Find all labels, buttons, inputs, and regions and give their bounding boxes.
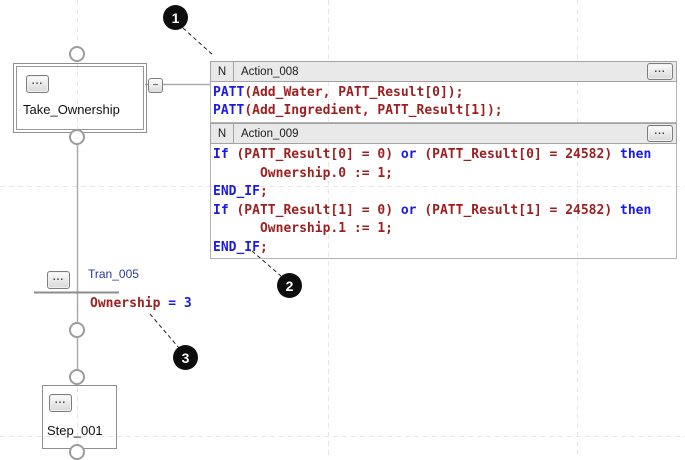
code-line: PATT(Add_Ingredient, PATT_Result[1]);: [213, 102, 676, 120]
collapse-actions-button[interactable]: −: [148, 78, 163, 93]
code-line: If (PATT_Result[0] = 0) or (PATT_Result[…: [213, 146, 676, 165]
code-segment: then: [620, 202, 652, 218]
callout-number: 1: [171, 9, 180, 26]
step-name-label[interactable]: Step_001: [47, 423, 103, 438]
code-segment: PATT: [213, 85, 245, 100]
code-line: PATT(Add_Water, PATT_Result[0]);: [213, 84, 676, 102]
code-segment: ;: [259, 239, 268, 255]
code-segment: Ownership: [90, 296, 161, 311]
wire-connector: [69, 444, 85, 460]
minus-icon: −: [152, 79, 159, 91]
step-node-step-001[interactable]: ... Step_001: [42, 385, 117, 449]
code-segment: (PATT_Result[0] = 24582): [416, 147, 620, 162]
code-segment: or: [400, 202, 417, 218]
code-segment: = 3: [160, 296, 192, 311]
ellipsis-icon: ...: [654, 63, 666, 75]
action-code-008[interactable]: PATT(Add_Water, PATT_Result[0]); PATT(Ad…: [210, 82, 677, 123]
code-line: If (PATT_Result[1] = 0) or (PATT_Result[…: [213, 202, 676, 221]
step-properties-button[interactable]: ...: [26, 75, 49, 93]
code-segment: Ownership.0 := 1;: [213, 165, 394, 181]
code-segment: If: [213, 147, 229, 162]
code-segment: (PATT_Result[1] = 0): [228, 202, 401, 218]
action-header-009[interactable]: N Action_009 ...: [210, 123, 677, 144]
transition-properties-button[interactable]: ...: [47, 271, 70, 289]
callout-badge-2: 2: [277, 273, 302, 298]
code-segment: END_IF: [213, 184, 260, 199]
ellipsis-icon: ...: [31, 76, 44, 87]
callout-number: 3: [181, 349, 190, 366]
callout-leader-lines: [149, 27, 282, 349]
code-segment: (PATT_Result[1] = 24582): [416, 202, 620, 218]
action-qualifier: N: [211, 62, 234, 81]
callout-badge-3: 3: [173, 345, 198, 370]
code-segment: END_IF: [213, 239, 260, 255]
wire-connector: [69, 369, 85, 385]
code-segment: then: [620, 147, 652, 162]
step-name-label[interactable]: Take_Ownership: [23, 102, 120, 117]
ellipsis-icon: ...: [654, 125, 666, 137]
transition-name-label[interactable]: Tran_005: [88, 267, 139, 281]
step-properties-button[interactable]: ...: [49, 394, 72, 412]
callout-badge-1: 1: [163, 5, 188, 30]
transition-expression[interactable]: Ownership = 3: [90, 296, 192, 311]
callout-number: 2: [285, 277, 294, 294]
code-segment: (PATT_Result[0] = 0): [228, 147, 401, 162]
action-header-008[interactable]: N Action_008 ...: [210, 61, 677, 82]
wire-connector: [69, 322, 85, 338]
ellipsis-icon: ...: [54, 395, 67, 406]
action-name[interactable]: Action_009: [241, 127, 299, 140]
ellipsis-icon: ...: [52, 272, 65, 283]
code-segment: Ownership.1 := 1;: [213, 221, 394, 236]
code-segment: ;: [259, 184, 268, 199]
code-line: Ownership.1 := 1;: [213, 220, 676, 239]
code-line: END_IF;: [213, 239, 676, 258]
code-line: END_IF;: [213, 183, 676, 202]
code-segment: PATT: [213, 103, 245, 118]
code-segment: (Add_Ingredient, PATT_Result[1]);: [244, 103, 503, 118]
action-properties-button[interactable]: ...: [647, 125, 673, 142]
action-name[interactable]: Action_008: [241, 65, 299, 78]
wire-connector: [69, 46, 85, 62]
code-segment: If: [213, 202, 229, 218]
code-segment: or: [400, 147, 417, 162]
action-code-009[interactable]: If (PATT_Result[0] = 0) or (PATT_Result[…: [210, 144, 677, 259]
wire-connector: [69, 129, 85, 145]
code-segment: (Add_Water, PATT_Result[0]);: [244, 85, 464, 100]
step-node-take-ownership[interactable]: ... Take_Ownership: [13, 63, 147, 133]
action-qualifier: N: [211, 124, 234, 143]
code-line: Ownership.0 := 1;: [213, 165, 676, 184]
action-properties-button[interactable]: ...: [647, 63, 673, 80]
